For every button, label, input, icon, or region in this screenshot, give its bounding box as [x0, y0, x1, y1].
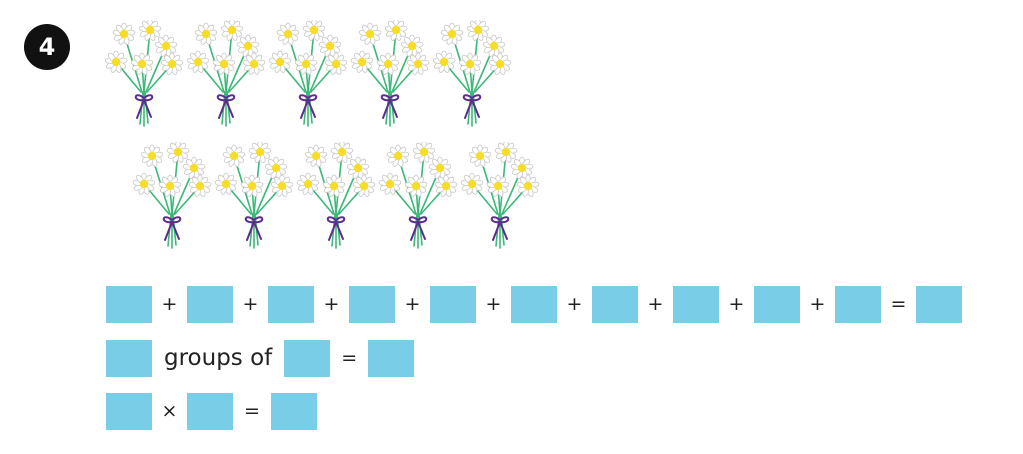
answer-box[interactable]	[187, 286, 233, 323]
answer-box-product[interactable]	[271, 393, 317, 430]
plus-sign: +	[485, 293, 502, 315]
plus-sign: +	[161, 293, 178, 315]
plus-sign: +	[728, 293, 745, 315]
equals-sign: =	[244, 400, 260, 422]
answer-box[interactable]	[754, 286, 800, 323]
plus-sign: +	[809, 293, 826, 315]
bouquet	[214, 142, 294, 258]
bouquet	[186, 20, 266, 136]
question-number: 4	[38, 33, 56, 61]
bouquet	[268, 20, 348, 136]
answer-box-total[interactable]	[916, 286, 962, 323]
times-sign: ×	[161, 400, 178, 422]
plus-sign: +	[323, 293, 340, 315]
equals-sign: =	[341, 347, 358, 369]
answer-box-group-size[interactable]	[284, 340, 331, 377]
groups-equation: groups of =	[106, 340, 415, 377]
answer-box[interactable]	[511, 286, 557, 323]
bouquet	[350, 20, 430, 136]
addition-equation: + + + + + + + + + =	[106, 286, 962, 323]
groups-of-text: groups of	[164, 345, 273, 371]
multiplication-equation: × =	[106, 393, 317, 430]
plus-sign: +	[647, 293, 664, 315]
answer-box-factor[interactable]	[106, 393, 152, 430]
plus-sign: +	[404, 293, 421, 315]
bouquet	[432, 20, 512, 136]
bouquet	[104, 20, 184, 136]
bouquet	[132, 142, 212, 258]
plus-sign: +	[566, 293, 583, 315]
bouquet	[460, 142, 540, 258]
answer-box-groups[interactable]	[106, 340, 152, 377]
answer-box[interactable]	[349, 286, 395, 323]
answer-box-factor[interactable]	[187, 393, 233, 430]
plus-sign: +	[242, 293, 259, 315]
answer-box[interactable]	[430, 286, 476, 323]
answer-box[interactable]	[592, 286, 638, 323]
answer-box[interactable]	[673, 286, 719, 323]
bouquet	[378, 142, 458, 258]
equals-sign: =	[890, 293, 907, 315]
answer-box[interactable]	[835, 286, 881, 323]
question-number-badge: 4	[24, 24, 70, 70]
answer-box-total[interactable]	[368, 340, 415, 377]
answer-box[interactable]	[268, 286, 314, 323]
bouquet	[296, 142, 376, 258]
answer-box[interactable]	[106, 286, 152, 323]
